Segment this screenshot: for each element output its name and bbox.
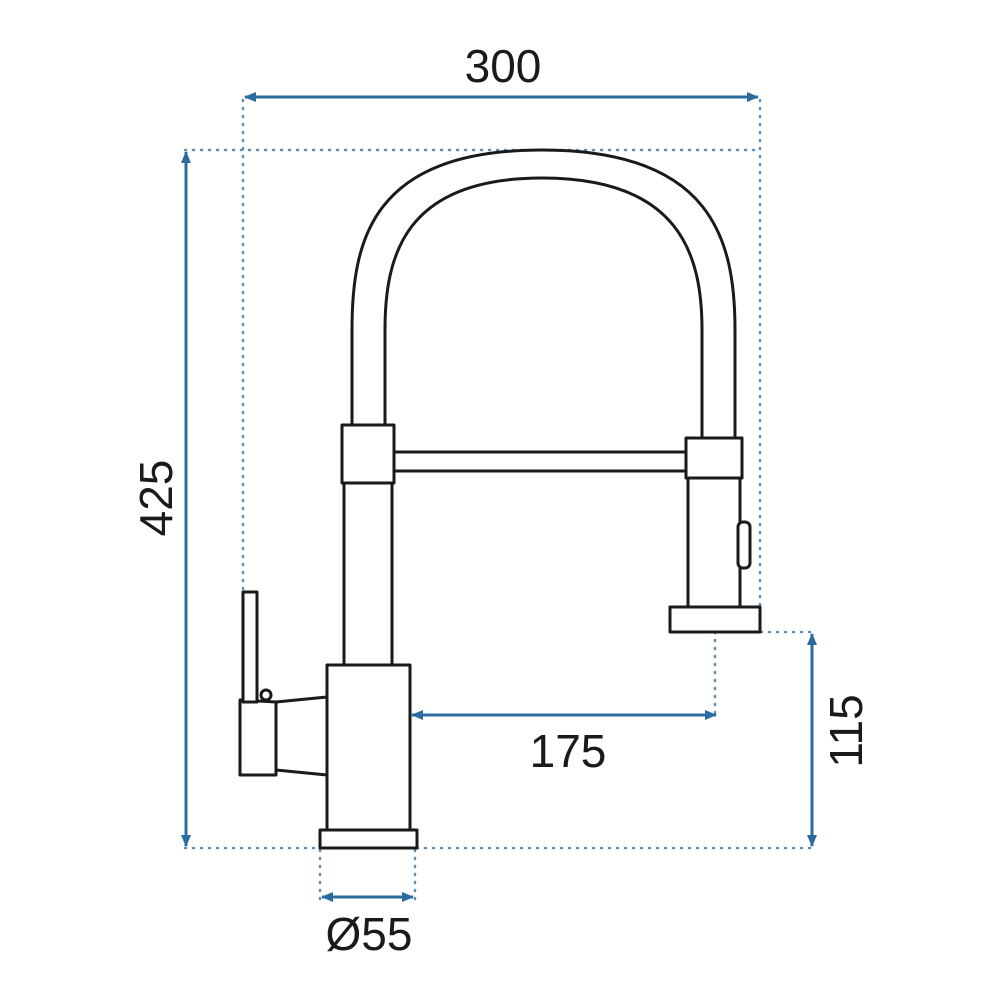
base-diameter-label: Ø55: [326, 908, 413, 960]
cartridge-housing: [274, 695, 329, 777]
guide-lines: [183, 98, 814, 902]
spray-head-collar: [684, 436, 744, 480]
handle-cap: [238, 698, 278, 777]
dimension-arrows: [181, 92, 817, 902]
height-label: 425: [130, 460, 182, 537]
main-body-column: [342, 478, 394, 670]
faucet-outline: [238, 148, 762, 850]
spray-head-tip: [668, 605, 762, 634]
handle-screw: [259, 688, 273, 702]
connector-bar: [390, 450, 692, 473]
hose-outer: [350, 148, 737, 438]
handle-lever: [241, 590, 259, 704]
spout-height-label: 115: [820, 694, 872, 767]
lower-housing: [325, 663, 412, 834]
spray-head-body: [686, 473, 742, 612]
hose-inner: [383, 176, 704, 438]
reach-label: 175: [530, 725, 607, 777]
width-label: 300: [465, 40, 542, 92]
spray-button: [736, 520, 752, 570]
dimension-labels: 300 425 175 115 Ø55: [130, 40, 872, 960]
upper-collar: [340, 423, 396, 485]
base-plate: [318, 828, 419, 850]
